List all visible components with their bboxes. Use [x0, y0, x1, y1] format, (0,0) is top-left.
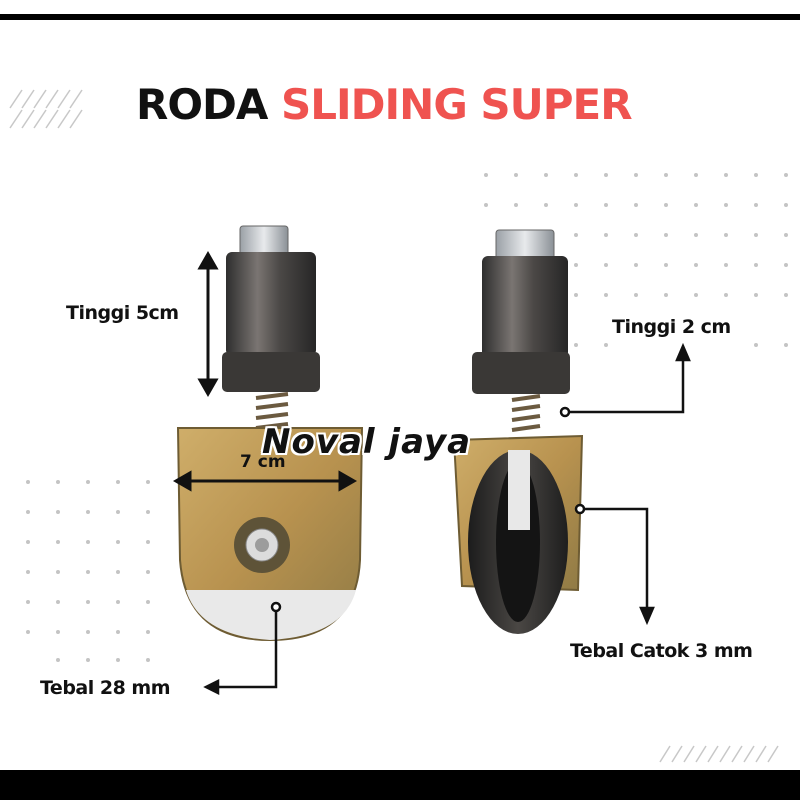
- bottom-border-bar: [0, 770, 800, 800]
- cylinder-base-left: [222, 352, 320, 392]
- title-part-accent: SLIDING SUPER: [281, 80, 633, 129]
- label-height-right: Tinggi 2 cm: [612, 316, 731, 338]
- callout-thickness-left: [203, 601, 282, 696]
- callout-thickness-right: [574, 503, 655, 626]
- label-thickness-right: Tebal Catok 3 mm: [570, 640, 753, 662]
- title-part-dark: RODA: [136, 80, 268, 129]
- wheel-side-view: [452, 229, 584, 634]
- decorative-dot-grid-left: [26, 480, 150, 662]
- watermark-text: Noval jaya: [262, 422, 472, 462]
- cylinder-left: [226, 252, 316, 356]
- label-width: 7 cm: [240, 452, 286, 472]
- nut-top-left: [239, 225, 289, 257]
- decorative-slashes-top-left: [9, 89, 83, 129]
- cylinder-right: [482, 256, 568, 358]
- width-arrow: [172, 470, 358, 492]
- height-arrow-left: [197, 250, 219, 398]
- wheel-rim-left: [186, 590, 356, 640]
- nut-top-right: [495, 229, 555, 261]
- callout-height-right: [559, 342, 691, 418]
- decorative-slashes-bottom-right: [659, 745, 779, 763]
- top-border-bar: [0, 14, 800, 20]
- decorative-dot-grid-right: [484, 173, 788, 347]
- spring-right: [511, 394, 541, 432]
- spring-left: [255, 392, 289, 430]
- cylinder-base-right: [472, 352, 570, 394]
- label-height-left: Tinggi 5cm: [66, 302, 179, 324]
- wheel-highlight-right: [508, 450, 530, 530]
- label-thickness-left: Tebal 28 mm: [40, 677, 171, 699]
- page-title: RODA SLIDING SUPER: [136, 80, 633, 129]
